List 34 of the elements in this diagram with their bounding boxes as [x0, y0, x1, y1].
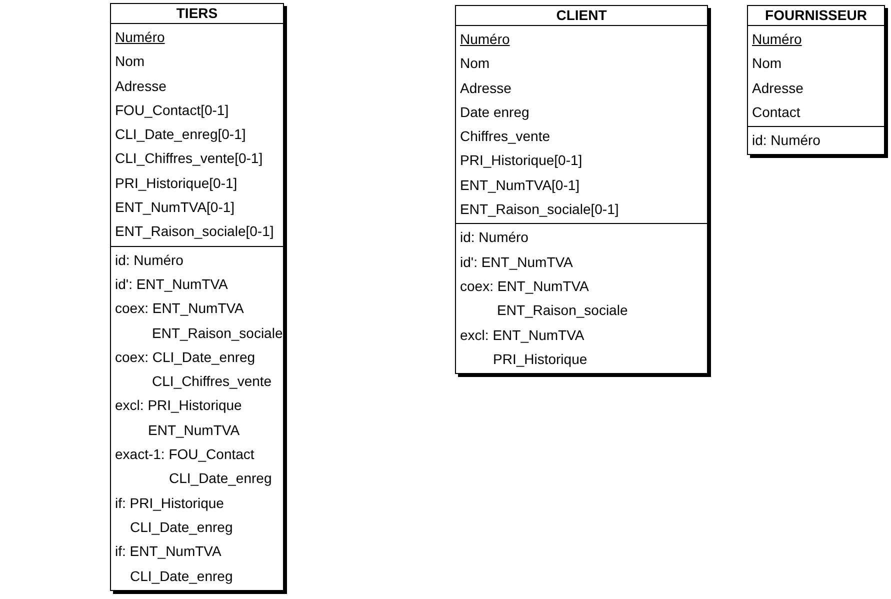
attribute-name: Adresse: [114, 76, 168, 96]
constraint-text: id': ENT_NumTVA: [114, 274, 229, 294]
entity-box: [747, 5, 885, 156]
entity-name: CLIENT: [456, 6, 707, 26]
entity-box: [110, 3, 284, 591]
entity-name: TIERS: [111, 4, 283, 24]
attribute-name: Numéro: [114, 28, 166, 47]
attribute-name: Numéro: [751, 30, 803, 49]
constraint-text: id': ENT_NumTVA: [459, 252, 574, 272]
attribute-name: Nom: [751, 54, 783, 74]
attribute-name: FOU_Contact[0-1]: [114, 100, 230, 120]
attribute-name: Adresse: [459, 78, 512, 98]
attribute-name: CLI_Chiffres_vente[0-1]: [114, 149, 264, 168]
attribute-name: PRI_Historique[0-1]: [114, 174, 238, 193]
attribute-name: Numéro: [459, 30, 511, 49]
attribute-name: ENT_Raison_sociale[0-1]: [114, 222, 275, 242]
constraint-text: id: Numéro: [114, 250, 184, 270]
attribute-name: CLI_Date_enreg[0-1]: [114, 125, 247, 144]
entity-name: FOURNISSEUR: [748, 6, 884, 26]
attribute-name: Nom: [459, 54, 491, 74]
constraint-text: excl: ENT_NumTVA PRI_Historique: [459, 326, 588, 369]
attribute-name: PRI_Historique[0-1]: [459, 151, 584, 170]
attribute-name: ENT_Raison_sociale[0-1]: [459, 200, 620, 220]
constraint-text: id: Numéro: [459, 228, 530, 248]
attribute-name: ENT_NumTVA[0-1]: [114, 198, 236, 218]
attribute-name: Date enreg: [459, 102, 530, 122]
attribute-name: ENT_NumTVA[0-1]: [459, 176, 581, 195]
constraint-text: if: ENT_NumTVA CLI_Date_enreg: [114, 542, 234, 586]
attribute-name: Chiffres_vente: [459, 127, 552, 146]
attribute-name: Adresse: [751, 78, 804, 98]
attribute-name: Nom: [114, 52, 146, 72]
attribute-name: Contact: [751, 102, 802, 122]
entity-box: [455, 5, 708, 374]
constraint-text: id: Numéro: [751, 131, 822, 150]
